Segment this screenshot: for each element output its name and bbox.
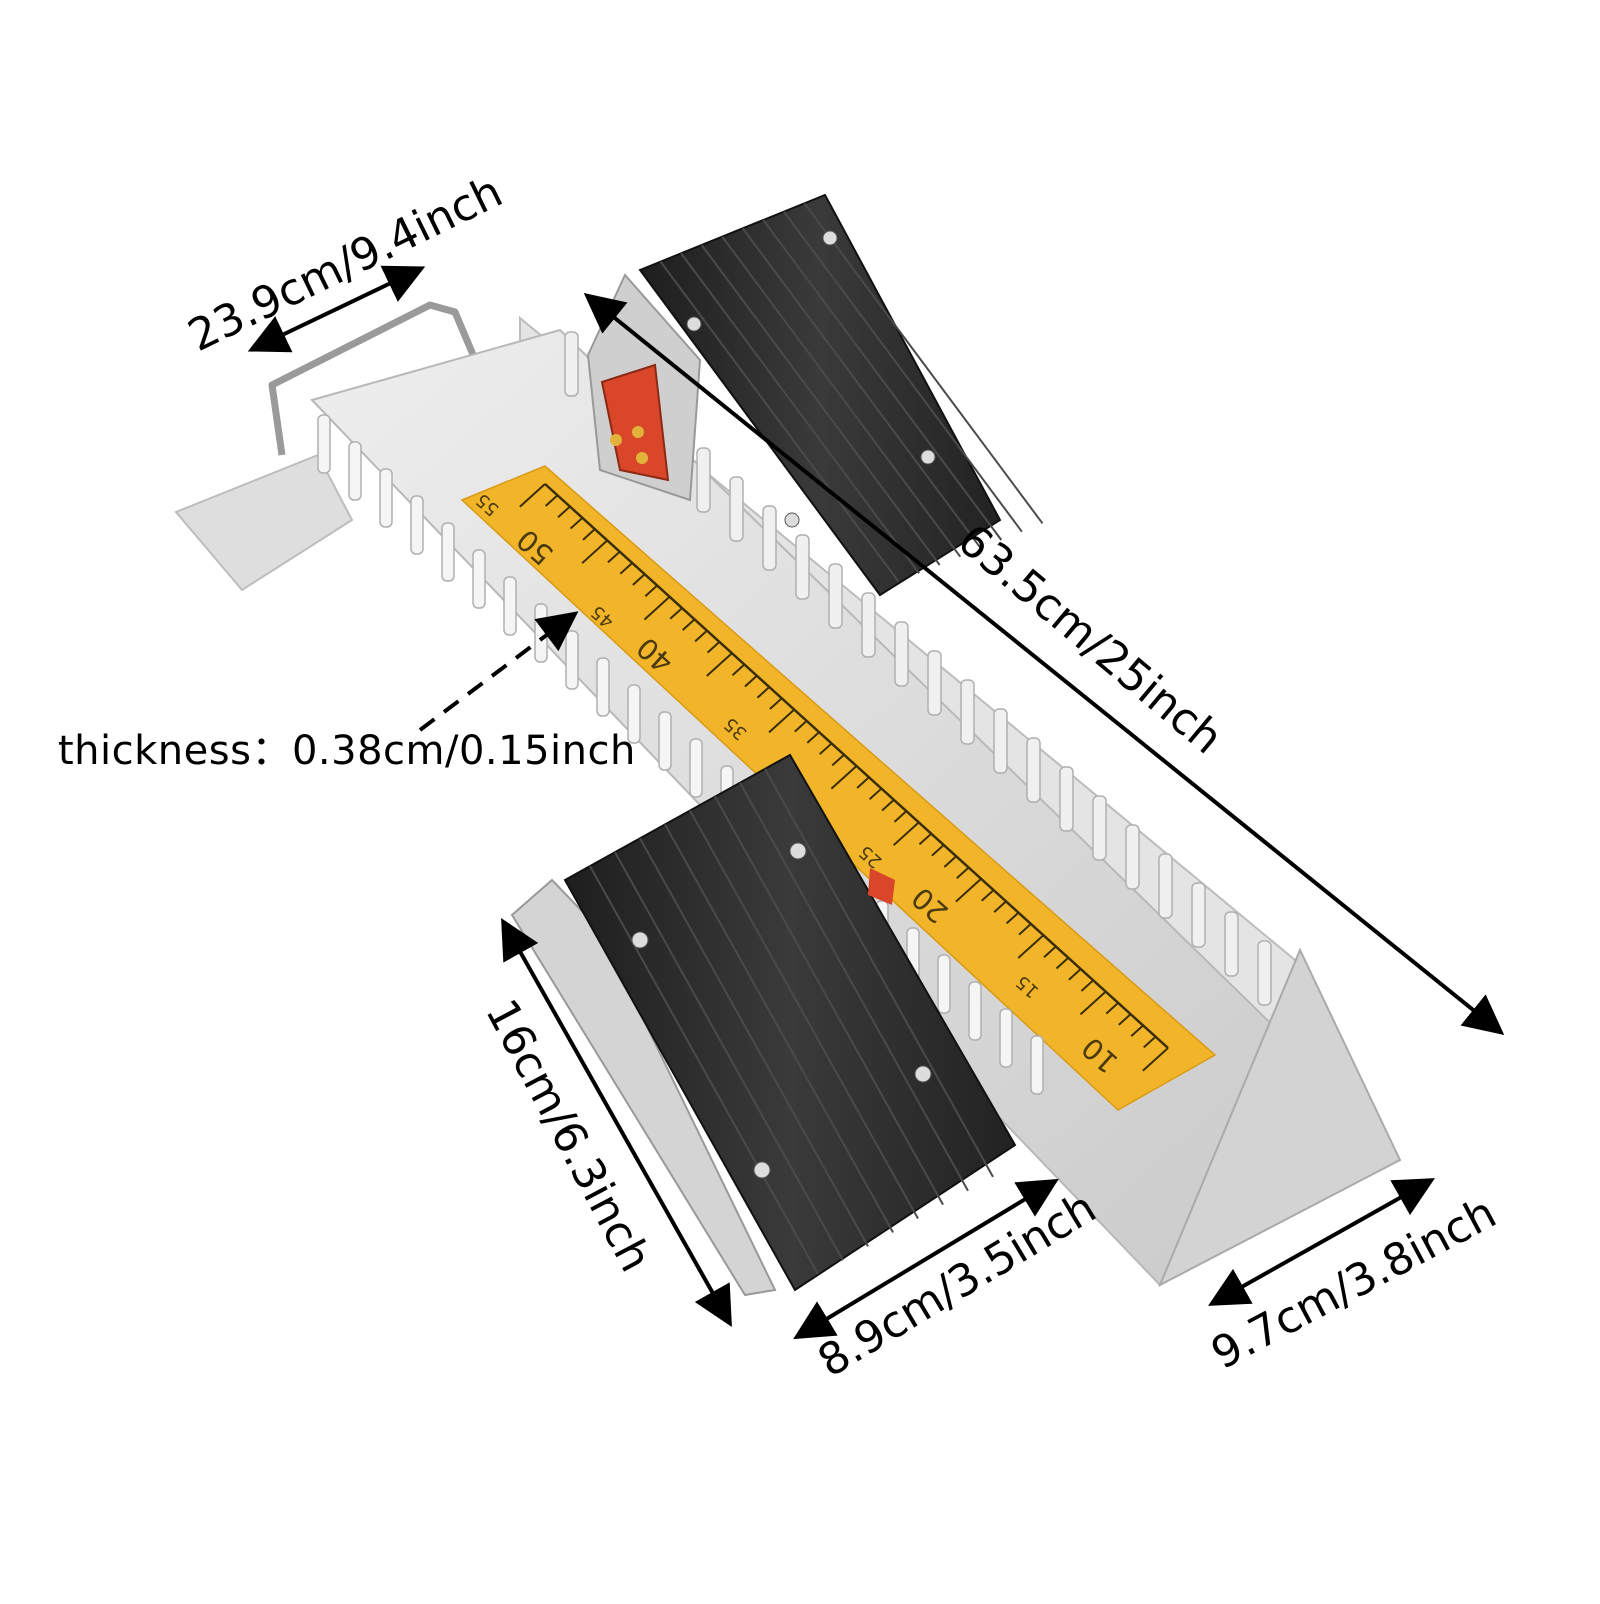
rail-tooth — [1030, 1035, 1044, 1095]
thickness-label: thickness：0.38cm/0.15inch — [58, 718, 636, 776]
rear-pedal-screw — [784, 512, 800, 528]
rail-tooth — [999, 1008, 1013, 1068]
front-pedal-screw — [631, 931, 649, 949]
front-pedal-screw — [753, 1161, 771, 1179]
ruler-tick — [1142, 1047, 1169, 1072]
rail-tooth — [993, 708, 1008, 774]
front-pedal-screw — [789, 842, 807, 860]
rail-tooth — [927, 650, 942, 716]
wire-handle — [268, 301, 494, 456]
ruler-tick — [544, 494, 559, 507]
rail-tooth — [689, 738, 703, 798]
rail-tooth — [696, 447, 711, 513]
rail-tooth — [894, 621, 909, 687]
rail-tooth — [534, 603, 548, 663]
rail-tooth — [379, 468, 393, 528]
rail-tooth — [564, 331, 579, 397]
front-pedal-screw — [914, 1065, 932, 1083]
rail-tooth — [348, 441, 362, 501]
rail-tooth — [658, 711, 672, 771]
rail-tooth — [410, 495, 424, 555]
rail-tooth — [441, 522, 455, 582]
lock-screw — [610, 434, 622, 446]
rear-pedal-screw — [822, 230, 838, 246]
rail-tooth — [1125, 824, 1140, 890]
dimension-arrow-icon — [793, 1178, 1059, 1340]
rail-tooth — [1059, 766, 1074, 832]
dimension-arrow-icon — [583, 292, 1505, 1036]
dashed-pointer-arrow-icon — [418, 611, 579, 732]
rail-tooth — [1191, 882, 1206, 948]
ruler-tick — [1143, 1035, 1157, 1049]
ruler-tick — [569, 517, 584, 530]
rail-tooth — [503, 576, 517, 636]
rail-tooth — [828, 563, 843, 629]
dimension-arrow-icon — [1208, 1178, 1435, 1306]
rail-tooth — [795, 534, 810, 600]
rail-tooth — [317, 414, 331, 474]
thickness-value: 0.38cm/0.15inch — [291, 728, 636, 774]
rail-tooth — [1224, 911, 1239, 977]
dimension-arrow-icon — [247, 265, 426, 353]
rail-tooth — [1092, 795, 1107, 861]
ruler-tick — [557, 505, 571, 519]
rail-tooth — [968, 981, 982, 1041]
rail-tooth — [472, 549, 486, 609]
rail-tooth — [861, 592, 876, 658]
rail-tooth — [565, 630, 579, 690]
rear-pedal-screw — [920, 449, 936, 465]
rail-tooth — [1257, 940, 1272, 1006]
lock-screw — [632, 426, 644, 438]
ruler-tick — [519, 483, 546, 508]
rail-tooth — [960, 679, 975, 745]
lock-screw — [636, 452, 648, 464]
thickness-label-text: thickness： — [58, 728, 292, 774]
rail-tooth — [729, 476, 744, 542]
rail-tooth — [937, 954, 951, 1014]
rear-pedal-screw — [686, 316, 702, 332]
dimension-arrow-icon — [501, 918, 732, 1327]
rail-tooth — [1158, 853, 1173, 919]
rail-tooth — [596, 657, 610, 717]
rail-tooth — [1026, 737, 1041, 803]
rear-foot-plate — [174, 453, 354, 592]
rail-tooth — [762, 505, 777, 571]
